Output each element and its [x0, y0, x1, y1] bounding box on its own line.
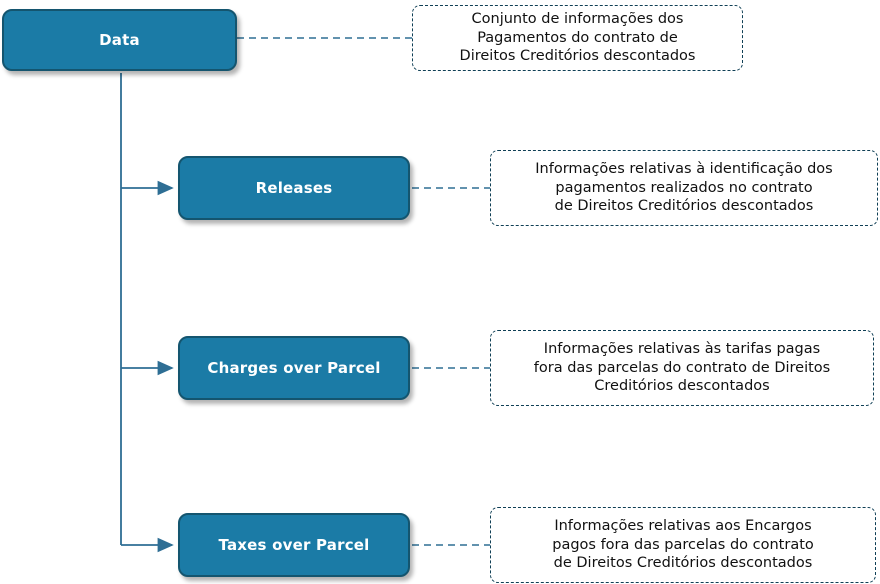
- node-taxes-over-parcel[interactable]: Taxes over Parcel: [178, 513, 410, 577]
- note-charges-over-parcel: Informações relativas às tarifas pagas f…: [490, 330, 874, 406]
- node-data[interactable]: Data: [2, 9, 237, 71]
- note-data-text: Conjunto de informações dos Pagamentos d…: [459, 11, 696, 65]
- note-taxes-over-parcel: Informações relativas aos Encargos pagos…: [490, 507, 876, 583]
- note-releases: Informações relativas à identificação do…: [490, 150, 878, 226]
- node-charges-over-parcel-label: Charges over Parcel: [207, 359, 381, 377]
- note-taxes-over-parcel-text: Informações relativas aos Encargos pagos…: [552, 518, 814, 572]
- note-releases-text: Informações relativas à identificação do…: [535, 161, 833, 215]
- node-data-label: Data: [99, 31, 140, 49]
- node-taxes-over-parcel-label: Taxes over Parcel: [218, 536, 370, 554]
- node-releases-label: Releases: [255, 179, 333, 197]
- note-charges-over-parcel-text: Informações relativas às tarifas pagas f…: [533, 341, 831, 395]
- note-data: Conjunto de informações dos Pagamentos d…: [412, 5, 743, 71]
- node-charges-over-parcel[interactable]: Charges over Parcel: [178, 336, 410, 400]
- node-releases[interactable]: Releases: [178, 156, 410, 220]
